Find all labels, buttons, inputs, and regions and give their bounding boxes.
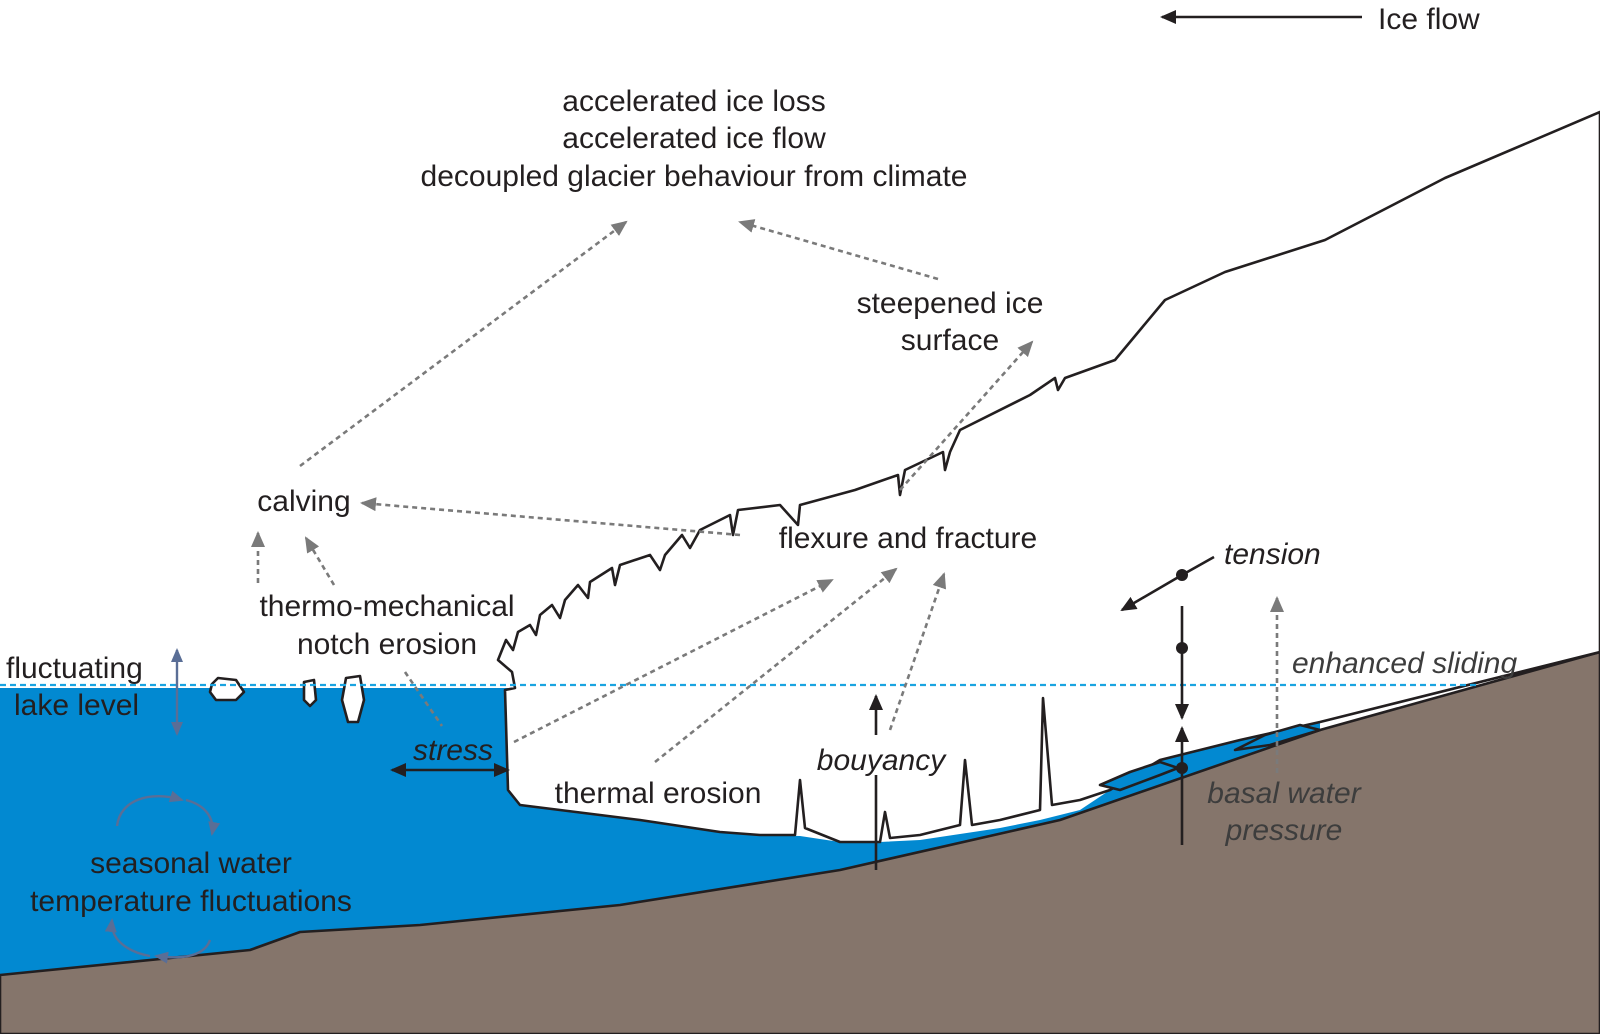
bedrock: [0, 650, 1600, 1034]
arrow-notch-to-calving-2: [304, 536, 336, 586]
circulation-arrow: [154, 939, 212, 964]
fluctuating-label-1: fluctuating: [6, 652, 143, 685]
outcome-ice-loss: accelerated ice loss: [562, 85, 825, 118]
flexure-label: flexure and fracture: [779, 522, 1037, 555]
tension-node: [1176, 569, 1188, 581]
arrow-calving-to-outcomes: [299, 220, 628, 468]
arrow-fracture-to-calving: [360, 497, 741, 537]
circulation-arrow: [185, 798, 221, 836]
arrow-notch-erosion-pointer: [403, 671, 444, 727]
tension-link: [1181, 555, 1215, 577]
arrow-fracture-to-steepened: [899, 340, 1034, 491]
ice-flow-label: Ice flow: [1378, 3, 1480, 36]
tension-arrow: [1120, 573, 1183, 612]
arrow-steepened-to-outcomes: [738, 219, 939, 281]
arrow-thermal-to-fracture: [654, 567, 898, 764]
steepened-label-2: surface: [901, 324, 999, 357]
lake-water: [0, 688, 1320, 975]
circulation-arrow: [115, 790, 184, 827]
steepened-label-1: steepened ice: [857, 287, 1044, 320]
arrow-bouyancy-to-fracture: [888, 572, 947, 731]
iceberg: [302, 678, 318, 708]
enhanced-sliding-label: enhanced sliding: [1292, 647, 1517, 680]
tension-label: tension: [1224, 538, 1321, 571]
arrow-stress-to-fracture: [513, 578, 834, 744]
glacier-ice: [496, 110, 1600, 844]
seasonal-label-2: temperature fluctuations: [30, 885, 352, 918]
bouyancy-label: bouyancy: [817, 744, 947, 777]
stress-label: stress: [413, 734, 493, 767]
thermal-erosion-label: thermal erosion: [555, 777, 762, 810]
basal-water-pocket: [1233, 723, 1322, 752]
notch-label-1: thermo-mechanical: [259, 590, 514, 623]
basal-water-label-1: basal water: [1207, 777, 1361, 810]
basal-water-label-2: pressure: [1225, 814, 1343, 847]
calving-label: calving: [257, 485, 350, 518]
outcome-ice-flow: accelerated ice flow: [562, 122, 826, 155]
fluctuating-label-2: lake level: [14, 689, 139, 722]
outcome-decoupled: decoupled glacier behaviour from climate: [421, 160, 968, 193]
notch-label-2: notch erosion: [297, 628, 477, 661]
circulation-arrow: [104, 918, 151, 958]
iceberg: [208, 676, 246, 702]
seasonal-label-1: seasonal water: [90, 847, 292, 880]
iceberg: [340, 674, 366, 724]
